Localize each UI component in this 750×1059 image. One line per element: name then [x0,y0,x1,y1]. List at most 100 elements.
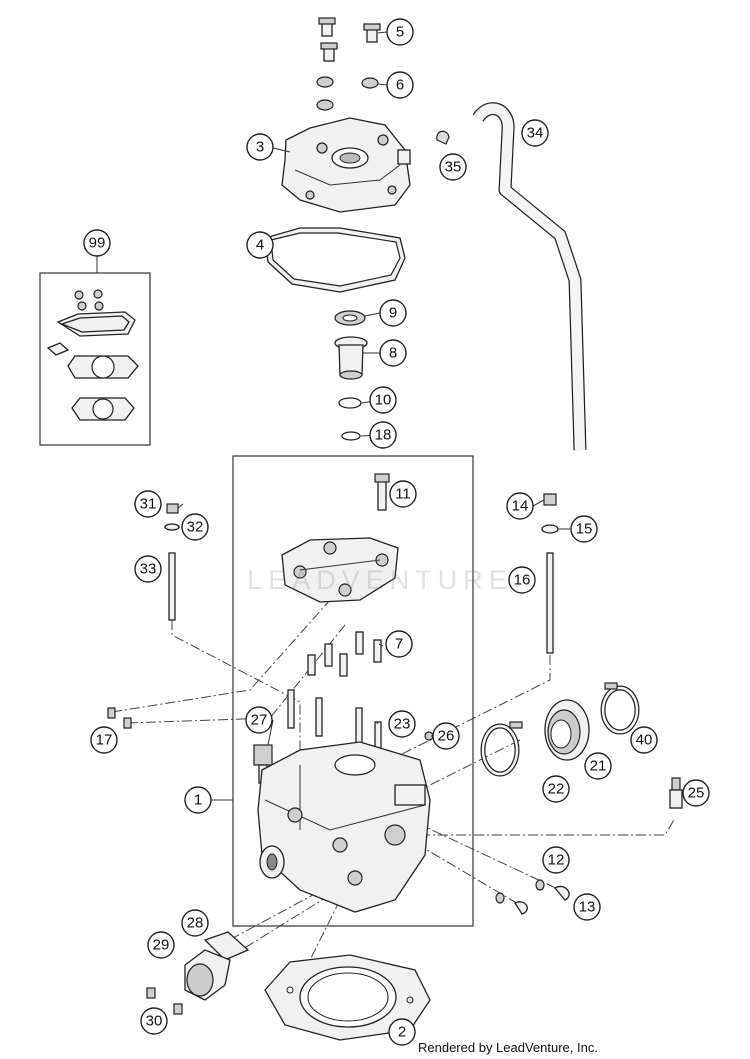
breather-hose [472,102,587,451]
callout-6: 6 [386,71,414,99]
callout-5: 5 [386,18,414,46]
svg-text:34: 34 [527,125,544,142]
svg-text:11: 11 [395,486,411,503]
svg-text:33: 33 [140,561,157,578]
camshaft-bridge [281,537,399,603]
gasket-kit-parts [46,289,139,421]
leader-line [419,739,521,791]
callout-2: 2 [388,1018,416,1046]
svg-text:31: 31 [140,496,157,513]
svg-text:12: 12 [548,852,565,869]
valves [495,879,570,915]
bolt-17b [123,717,132,729]
svg-text:25: 25 [688,785,705,802]
svg-text:27: 27 [251,712,268,729]
callout-29: 29 [147,931,175,959]
bolt-30b [173,1003,183,1015]
cylinder-head-box [232,455,474,927]
bolt-17a [107,707,116,719]
callout-14: 14 [506,492,534,520]
callout-15: 15 [570,515,598,543]
callout-12: 12 [542,846,570,874]
callout-16: 16 [508,566,536,594]
callout-11: 11 [389,480,417,508]
callout-3: 3 [246,133,274,161]
svg-text:17: 17 [96,732,113,749]
svg-text:8: 8 [389,345,397,362]
leader-line [399,814,561,891]
svg-text:18: 18 [375,427,392,444]
valve-cover-bolts [316,17,381,111]
stud-right [541,493,559,654]
callout-21: 21 [584,752,612,780]
flange-gasket [203,931,250,961]
svg-text:26: 26 [438,728,455,745]
svg-text:9: 9 [389,305,397,322]
leader-line [184,894,331,986]
svg-text:1: 1 [194,792,202,809]
leader-line [309,899,341,961]
callout-10: 10 [369,386,397,414]
callout-33: 33 [134,555,162,583]
bolt-30a [146,987,156,999]
svg-text:15: 15 [576,521,593,538]
stud-left [164,503,180,621]
callout-9: 9 [379,299,407,327]
svg-text:21: 21 [590,758,607,775]
sensor-25 [669,777,683,809]
leader-line [171,620,301,760]
svg-text:40: 40 [636,732,653,749]
svg-text:99: 99 [89,235,106,252]
svg-text:28: 28 [187,915,204,932]
svg-text:6: 6 [396,77,404,94]
camshaft-bolt [374,473,390,511]
dowel-pins [307,631,382,677]
callout-4: 4 [246,231,274,259]
callout-40: 40 [630,726,658,754]
svg-text:29: 29 [153,937,170,954]
hose-clamp [436,130,450,145]
callout-30: 30 [140,1007,168,1035]
valve-cover [281,117,411,213]
callout-31: 31 [134,490,162,518]
callout-17: 17 [90,726,118,754]
callout-32: 32 [181,513,209,541]
svg-text:2: 2 [398,1024,406,1041]
gasket-kit-box [39,272,151,446]
leader-line [127,624,346,724]
watermark: LEADVENTURE [247,565,513,595]
o-ring [338,397,362,409]
svg-text:16: 16 [514,572,531,589]
callout-13: 13 [573,893,601,921]
callout-1: 1 [184,786,212,814]
intake-manifold [184,949,231,1001]
callout-18: 18 [369,421,397,449]
callout-8: 8 [379,339,407,367]
svg-text:14: 14 [512,498,529,515]
callout-23: 23 [388,710,416,738]
leader-line [389,655,551,761]
svg-text:23: 23 [394,716,411,733]
leader-line [111,599,331,713]
credit-text: Rendered by LeadVenture, Inc. [418,1040,598,1055]
svg-text:32: 32 [187,519,204,536]
cam-plug [334,336,368,380]
outer-clamp [600,682,640,735]
svg-text:30: 30 [146,1013,163,1030]
callout-27: 27 [245,706,273,734]
callout-26: 26 [432,722,460,750]
svg-text:35: 35 [445,159,462,176]
svg-text:10: 10 [375,392,392,409]
svg-text:7: 7 [395,636,403,653]
svg-text:13: 13 [579,899,596,916]
callout-35: 35 [439,153,467,181]
o-ring-small [341,431,361,441]
leader-line [420,817,676,836]
cylinder-head [257,741,431,913]
callout-99: 99 [83,229,111,257]
head-gasket [264,954,431,1041]
svg-text:4: 4 [256,237,264,254]
svg-text:5: 5 [396,24,404,41]
callout-28: 28 [181,909,209,937]
